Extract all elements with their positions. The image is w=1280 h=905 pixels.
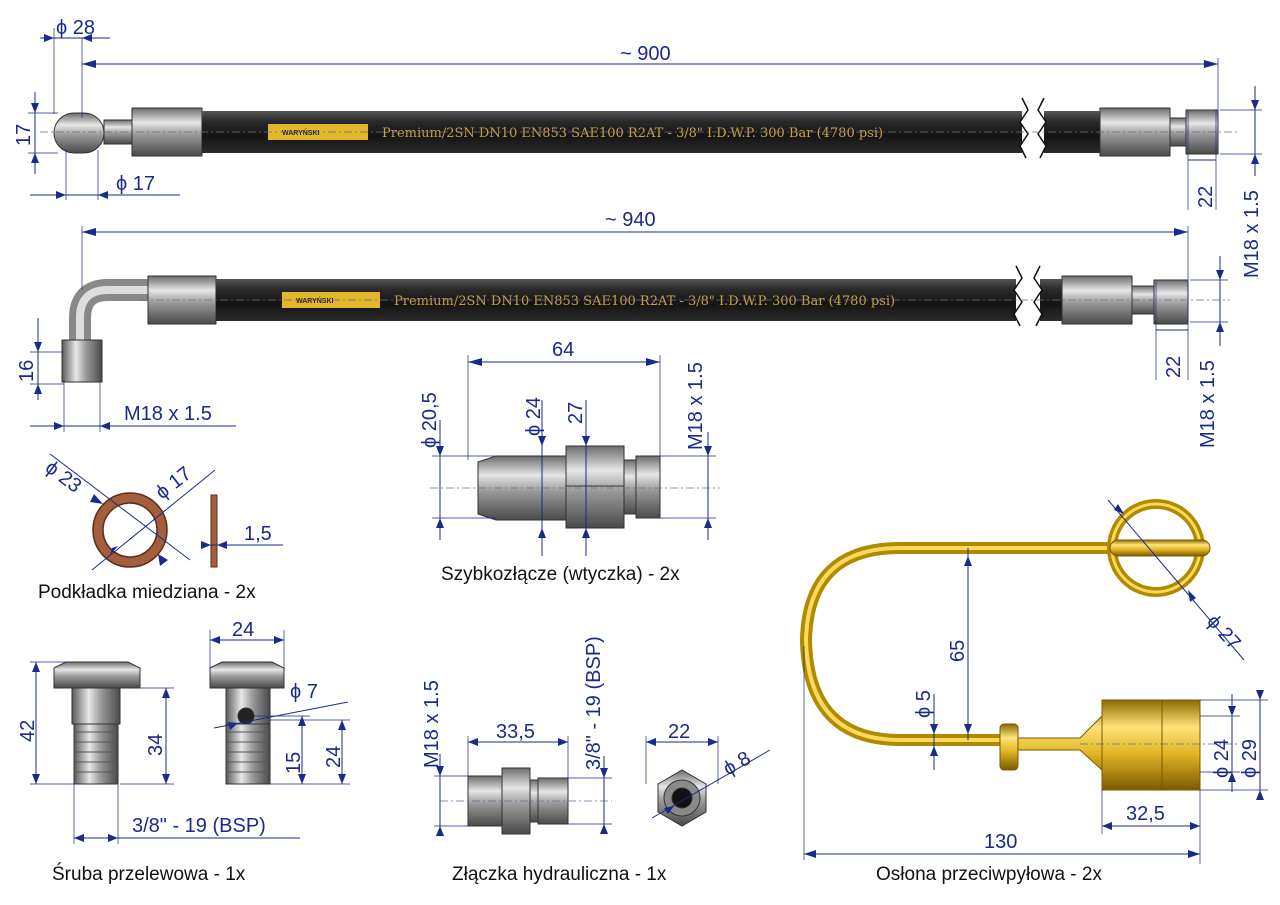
- dim-coupler-24: ϕ 24: [523, 397, 545, 436]
- dim-elbow-height: 16: [16, 360, 38, 382]
- copper-washer: ϕ 23 ϕ 17 1,5 Podkładka miedziana - 2x: [38, 453, 283, 603]
- break-line-left: [1019, 97, 1029, 159]
- banjo-bolt: 42 34 24 ϕ 7 15 24: [17, 619, 350, 885]
- elbow-nut: [61, 339, 103, 383]
- dim-washer-outer: ϕ 23: [41, 456, 85, 497]
- caption-adapter: Złączka hydrauliczna - 1x: [452, 864, 667, 885]
- dim-eye-outer: ϕ 28: [56, 17, 95, 39]
- brand-logo: WARYŃSKI: [282, 128, 320, 137]
- hose-2: WARYŃSKI Premium/2SN DN10 EN853 SAE100 R…: [16, 209, 1230, 448]
- dim-bolt-hole: ϕ 7: [290, 681, 318, 703]
- dim-adapter-bore: ϕ 8: [720, 747, 755, 780]
- hose-print-2: Premium/2SN DN10 EN853 SAE100 R2AT - 3/8…: [394, 294, 895, 309]
- dim-adapter-hex: 22: [668, 721, 690, 743]
- dim-adapter-length: 33,5: [496, 721, 535, 743]
- banjo-eye: [53, 112, 105, 154]
- dim-bolt-hole-pos: 15: [283, 752, 305, 774]
- dim-nut-1: 22: [1195, 186, 1217, 208]
- washer-side: [210, 494, 218, 568]
- brand-logo-2: WARYŃSKI: [296, 296, 334, 305]
- dim-eye-height: 17: [13, 124, 35, 146]
- dim-washer-inner: ϕ 17: [152, 463, 196, 504]
- dim-coupler-hex: 27: [565, 402, 587, 424]
- dim-cap-length: 32,5: [1126, 803, 1165, 825]
- caption-bolt: Śruba przelewowa - 1x: [52, 863, 246, 885]
- dim-coupler-thread: M18 x 1.5: [685, 362, 707, 450]
- dim-cap-total: 130: [984, 831, 1017, 853]
- dim-adapter-thread-right: 3/8" - 19 (BSP): [583, 636, 605, 770]
- dim-bolt-height: 42: [17, 720, 39, 742]
- dim-bolt-hex: 24: [232, 619, 254, 641]
- caption-dust-cap: Osłona przeciwpyłowa - 2x: [876, 864, 1102, 885]
- dim-coupler-body: ϕ 20,5: [419, 392, 441, 448]
- cap-knob: [999, 723, 1019, 771]
- dim-thread-1: M18 x 1.5: [1241, 190, 1263, 278]
- dim-wire: ϕ 5: [913, 690, 935, 718]
- hose-1: WARYŃSKI Premium/2SN DN10 EN853 SAE100 R…: [13, 17, 1263, 278]
- hose-print: Premium/2SN DN10 EN853 SAE100 R2AT - 3/8…: [382, 126, 883, 141]
- dim-thread-2: M18 x 1.5: [1197, 360, 1219, 448]
- caption-coupler: Szybkozłącze (wtyczka) - 2x: [441, 564, 680, 585]
- dim-cap-inner: ϕ 24: [1211, 739, 1233, 778]
- swivel-nut-2: [1153, 279, 1189, 325]
- caption-washer: Podkładka miedziana - 2x: [38, 582, 256, 603]
- dim-ring: ϕ 27: [1202, 611, 1244, 655]
- dim-adapter-thread-left: M18 x 1.5: [421, 680, 443, 768]
- dim-coupler-length: 64: [552, 339, 574, 361]
- dim-cap-outer: ϕ 29: [1239, 739, 1261, 778]
- break-line-right: [1037, 97, 1047, 159]
- dim-bolt-thread: 3/8" - 19 (BSP): [132, 815, 266, 837]
- dim-length-2: ~ 940: [605, 209, 656, 231]
- dim-eye-inner: ϕ 17: [116, 173, 155, 195]
- quick-coupler: 64 ϕ 20,5 ϕ 24 27 M18 x 1.5 Szybkozłącze…: [419, 339, 720, 585]
- dim-nut-2: 22: [1163, 356, 1185, 378]
- dim-length-1: ~ 900: [620, 43, 671, 65]
- dim-bolt-thread-len: 24: [323, 746, 345, 768]
- dim-loop: 65: [947, 640, 969, 662]
- dust-cap: ϕ 27 65 ϕ 5 ϕ 24 ϕ 29 32,5: [799, 499, 1268, 885]
- dim-bolt-shank: 34: [145, 734, 167, 756]
- dim-elbow-thread: M18 x 1.5: [124, 403, 212, 425]
- dim-washer-thickness: 1,5: [244, 523, 272, 545]
- hydraulic-adapter: M18 x 1.5 33,5 3/8" - 19 (BSP) 22 ϕ 8 Zł…: [421, 636, 771, 885]
- cap-body: [1017, 699, 1201, 791]
